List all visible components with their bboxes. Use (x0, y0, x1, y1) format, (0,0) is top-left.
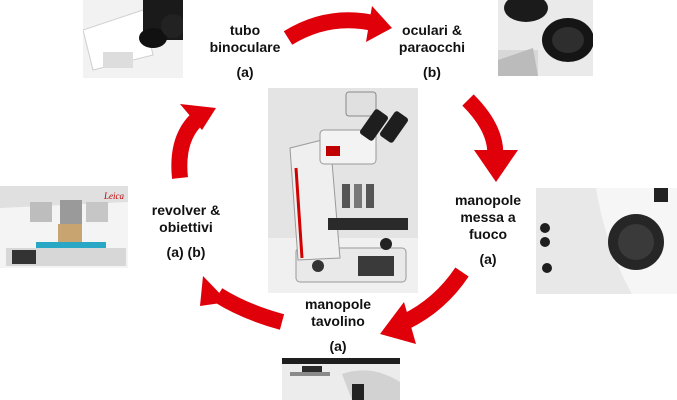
arrow-bottom-left-head (200, 276, 228, 306)
arrow-bottom-left (213, 288, 285, 330)
label-tavolino-line1: manopole (304, 296, 372, 312)
label-tubo-tag: (a) (236, 64, 254, 80)
label-tubo-binoculare: tubo binoculare (a) (195, 22, 295, 81)
label-revolver-tag: (a) (b) (166, 244, 206, 260)
label-oculari-paraocchi: oculari & paraocchi (b) (382, 22, 482, 81)
focus-knobs-photo (536, 188, 677, 294)
label-revolver-obiettivi: revolver & obiettivi (a) (b) (136, 202, 236, 261)
label-messa-line2: messa a (460, 209, 516, 225)
arrow-right (462, 94, 504, 159)
label-tavolino-tag: (a) (329, 338, 347, 354)
binocular-tube-photo (83, 0, 183, 78)
label-messa-tag: (a) (479, 251, 497, 267)
arrow-left-head (180, 104, 216, 130)
label-tavolino-line2: tavolino (311, 313, 365, 329)
arrow-left (171, 114, 202, 179)
label-revolver-line2: obiettivi (159, 219, 213, 235)
label-oculari-tag: (b) (423, 64, 441, 80)
eyepieces-photo (498, 0, 593, 76)
label-manopole-tavolino: manopole tavolino (a) (286, 296, 390, 355)
label-messa-line3: fuoco (468, 226, 508, 242)
label-tubo-line2: binoculare (209, 39, 281, 55)
arrow-right-head (474, 150, 518, 182)
label-oculari-line1: oculari & (402, 22, 462, 38)
svg-text:Leica: Leica (103, 191, 124, 201)
label-messa-line1: manopole (454, 192, 522, 208)
microscope-photo (268, 88, 418, 293)
label-manopole-messa-fuoco: manopole messa a fuoco (a) (440, 192, 536, 268)
arrow-top (283, 12, 380, 45)
label-tubo-line1: tubo (229, 22, 261, 38)
revolver-objectives-photo: Leica (0, 186, 128, 268)
label-revolver-line1: revolver & (151, 202, 221, 218)
stage-knobs-photo (282, 358, 400, 400)
label-oculari-line2: paraocchi (398, 39, 466, 55)
